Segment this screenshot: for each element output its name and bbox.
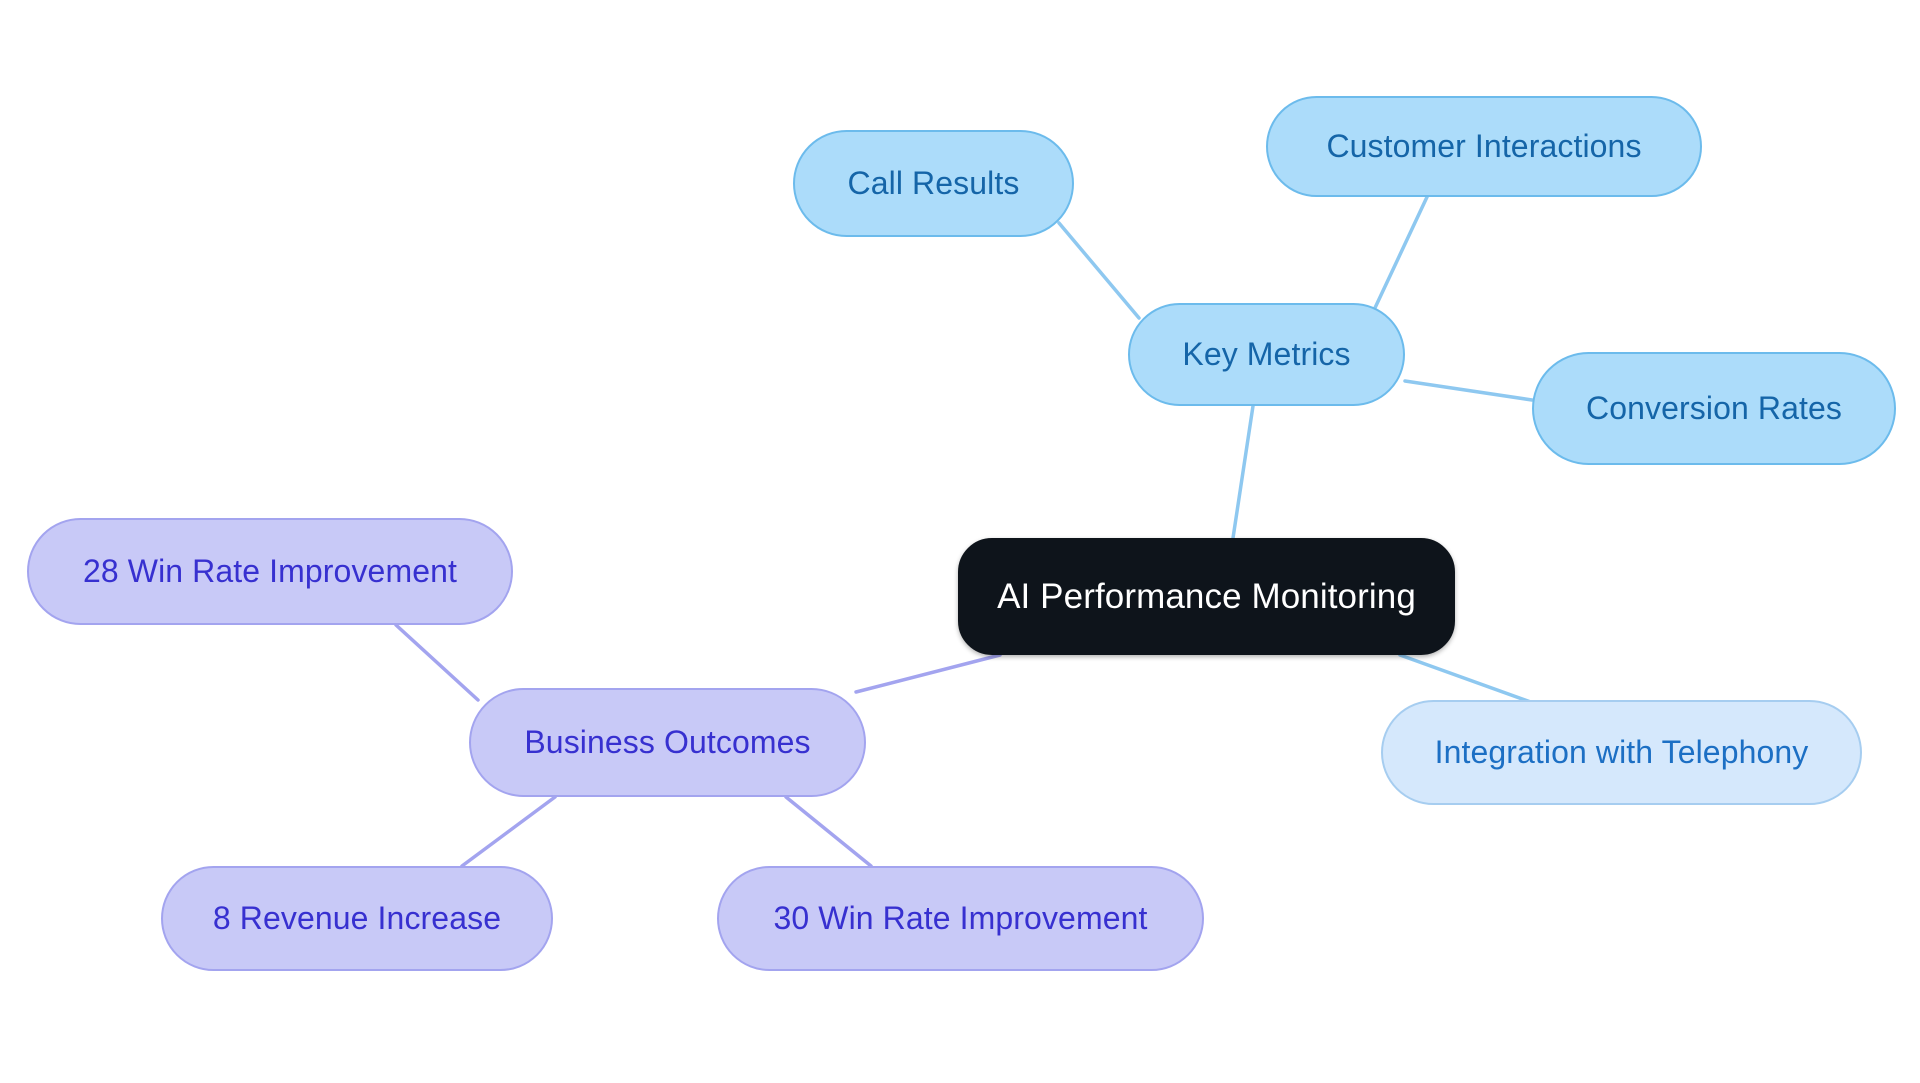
- mindmap-node-label: 30 Win Rate Improvement: [773, 900, 1148, 936]
- mindmap-node-label: Customer Interactions: [1326, 128, 1642, 164]
- mindmap-node-revenue-increase-8[interactable]: 8 Revenue Increase: [161, 866, 553, 971]
- mindmap-node-label: 8 Revenue Increase: [212, 900, 502, 936]
- mindmap-node-label: Key Metrics: [1182, 336, 1351, 372]
- edge-business-outcomes-to-win-rate-30: [784, 795, 873, 868]
- mindmap-node-label: 28 Win Rate Improvement: [82, 553, 457, 589]
- mindmap-node-label: Business Outcomes: [524, 724, 811, 760]
- mindmap-node-key-metrics[interactable]: Key Metrics: [1128, 303, 1405, 406]
- edge-key-metrics-to-call-results: [1057, 221, 1141, 320]
- edge-business-outcomes-to-win-rate-28: [394, 623, 480, 702]
- mindmap-node-win-rate-28[interactable]: 28 Win Rate Improvement: [27, 518, 513, 625]
- mindmap-node-label: Conversion Rates: [1586, 390, 1842, 426]
- mindmap-node-label: Call Results: [847, 165, 1020, 201]
- mindmap-node-business-outcomes[interactable]: Business Outcomes: [469, 688, 866, 797]
- edge-business-outcomes-to-revenue-increase-8: [460, 795, 557, 868]
- mindmap-node-label: Integration with Telephony: [1434, 734, 1809, 770]
- mindmap-node-label: AI Performance Monitoring: [997, 576, 1416, 616]
- mindmap-node-call-results[interactable]: Call Results: [793, 130, 1074, 237]
- mindmap-node-win-rate-30[interactable]: 30 Win Rate Improvement: [717, 866, 1204, 971]
- mindmap-node-customer-interactions[interactable]: Customer Interactions: [1266, 96, 1702, 197]
- mindmap-node-integration-with-telephony[interactable]: Integration with Telephony: [1381, 700, 1862, 805]
- mindmap-node-root[interactable]: AI Performance Monitoring: [958, 538, 1455, 655]
- edge-key-metrics-to-conversion-rates: [1403, 379, 1534, 402]
- edge-key-metrics-to-customer-interactions: [1372, 195, 1429, 312]
- edge-root-to-business-outcomes: [854, 653, 1002, 694]
- mindmap-node-conversion-rates[interactable]: Conversion Rates: [1532, 352, 1896, 465]
- edge-root-to-key-metrics: [1231, 404, 1255, 540]
